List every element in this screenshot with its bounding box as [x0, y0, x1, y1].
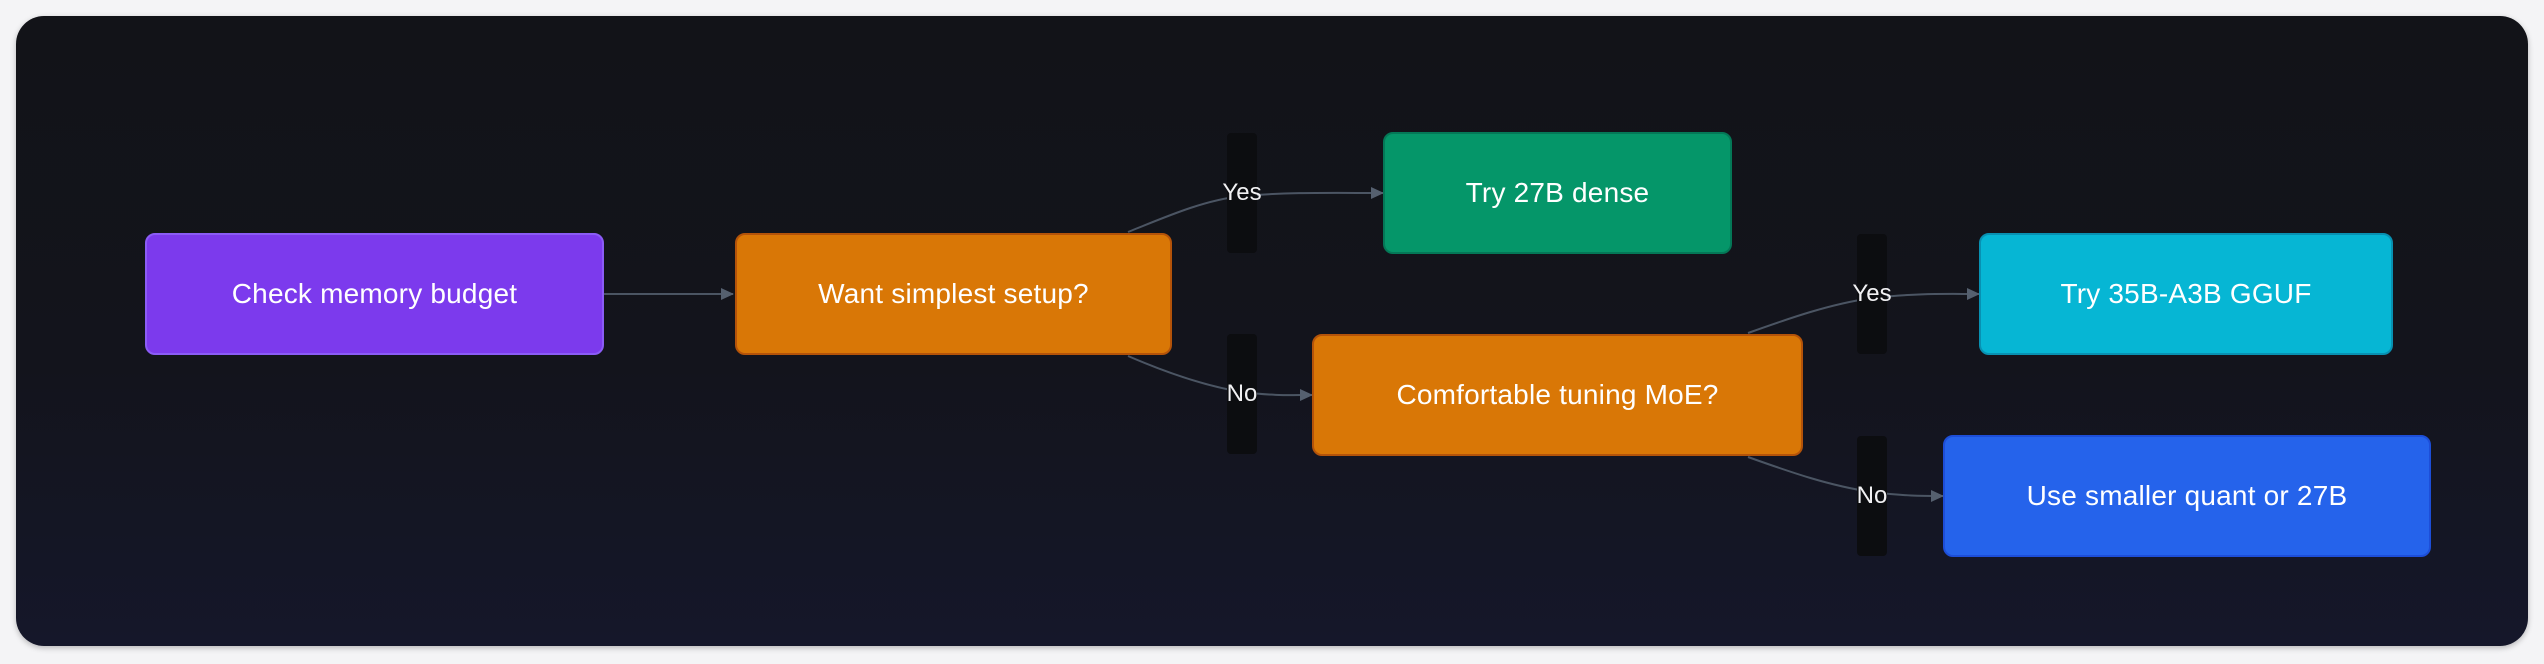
node-label: Want simplest setup? [818, 278, 1089, 309]
node-label: Try 27B dense [1465, 177, 1650, 208]
edge-label-backdrop [1227, 133, 1257, 253]
node-label: Check memory budget [231, 278, 518, 309]
node-check-memory-budget[interactable]: Check memory budget [145, 233, 604, 355]
node-comfortable-tuning-moe[interactable]: Comfortable tuning MoE? [1312, 334, 1803, 456]
node-label: Comfortable tuning MoE? [1396, 379, 1719, 410]
node-try-27b-dense[interactable]: Try 27B dense [1383, 132, 1732, 254]
edge-label-backdrop [1227, 334, 1257, 454]
edge-label-backdrop [1857, 234, 1887, 354]
edge-label-no: No [1856, 482, 1888, 509]
edge-label-backdrop [1857, 436, 1887, 556]
node-label: Try 35B-A3B GGUF [2060, 278, 2312, 309]
node-label: Use smaller quant or 27B [2026, 480, 2348, 511]
node-use-smaller-quant[interactable]: Use smaller quant or 27B [1943, 435, 2431, 557]
edge-label-no: No [1226, 380, 1258, 407]
edge-label-yes: Yes [1222, 179, 1262, 206]
edge-label-yes: Yes [1852, 280, 1892, 307]
node-try-35b-a3b-gguf[interactable]: Try 35B-A3B GGUF [1979, 233, 2393, 355]
node-want-simplest-setup[interactable]: Want simplest setup? [735, 233, 1172, 355]
